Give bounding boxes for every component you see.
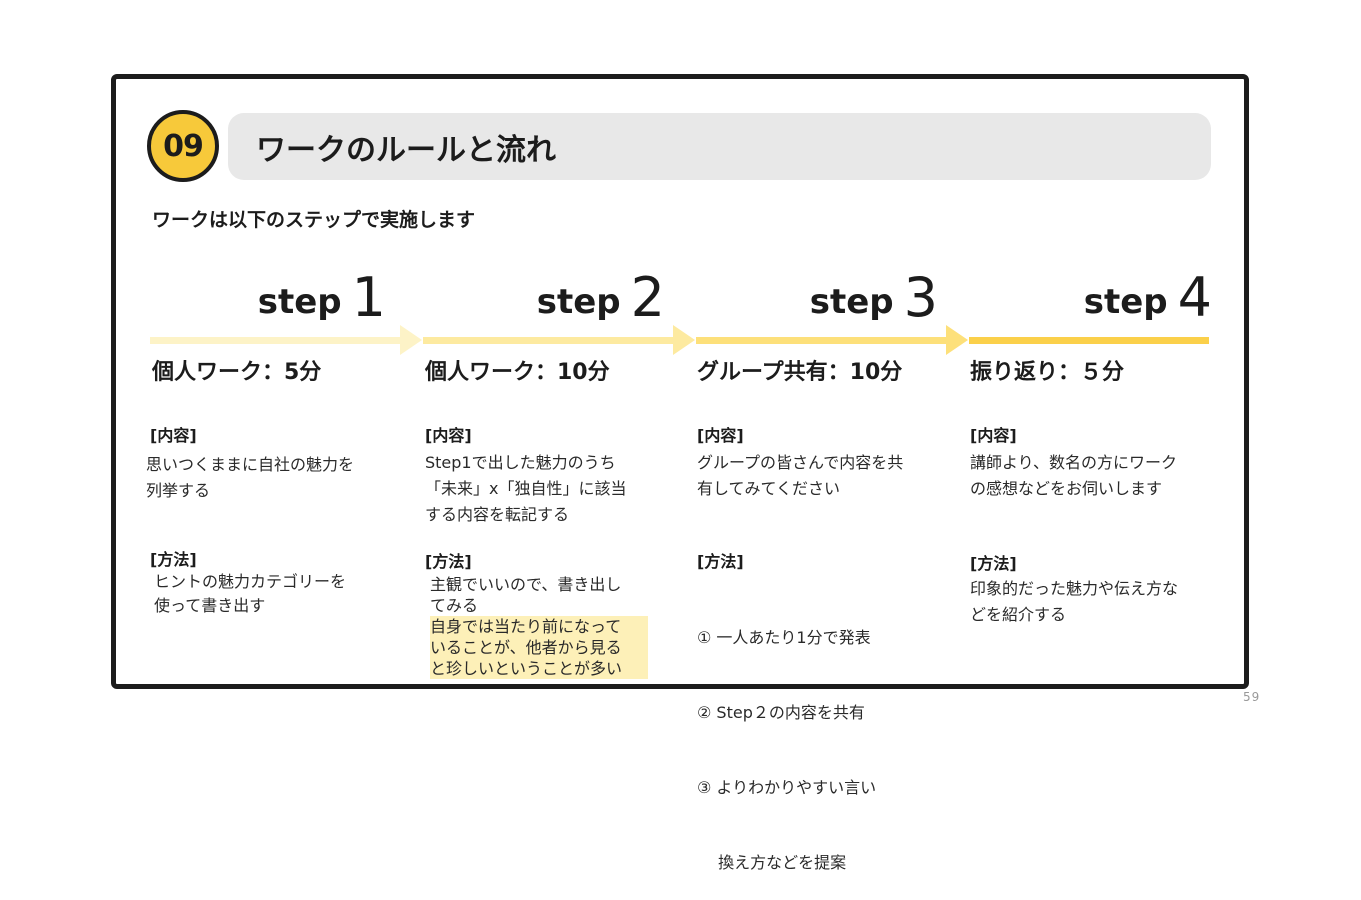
step-2-content-label: [内容]	[425, 426, 472, 445]
step-2-content-line: する内容を転記する	[425, 505, 570, 524]
step-3-number: 3	[903, 266, 938, 329]
step-3-title: グループ共有：10分	[697, 360, 903, 385]
step-4-method-label: [方法]	[970, 554, 1017, 573]
step-2-content: Step1で出した魅力のうち 「未来」x「独自性」に該当 する内容を転記する	[425, 450, 670, 528]
section-number-badge: 09	[147, 110, 219, 182]
step-2-word: step	[536, 282, 621, 322]
step-3-word: step	[809, 282, 894, 322]
step-3-method-line: 換え方などを提案	[697, 853, 847, 872]
step-3-method-line: ② Step２の内容を共有	[697, 703, 865, 722]
page-title: ワークのルールと流れ	[228, 113, 1211, 180]
step-1-method-line: 使って書き出す	[154, 596, 266, 615]
intro-text: ワークは以下のステップで実施します	[152, 209, 476, 231]
step-2-method: 主観でいいので、書き出し てみる 自身では当たり前になって いることが、他者から…	[430, 574, 675, 679]
step-1-arrow-icon	[150, 325, 422, 355]
step-2-title: 個人ワーク：10分	[425, 360, 610, 385]
step-3-content-label: [内容]	[697, 426, 744, 445]
page-number: 59	[1243, 690, 1261, 704]
step-2-method-line: てみる	[430, 596, 479, 615]
step-1-method-label: [方法]	[150, 550, 197, 569]
step-3-heading: step 3	[698, 265, 938, 325]
step-4-content-line: 講師より、数名の方にワーク	[970, 453, 1178, 472]
step-2-heading: step 2	[425, 265, 665, 325]
step-4-title: 振り返り：５分	[970, 360, 1125, 385]
step-1-number: 1	[351, 266, 386, 329]
step-2-highlight-line: 自身では当たり前になって	[430, 617, 622, 636]
step-4-bar	[969, 337, 1209, 344]
step-3-content-line: 有してみてください	[697, 479, 841, 498]
step-2-method-line: 主観でいいので、書き出し	[430, 575, 622, 594]
step-1-content-line: 思いつくままに自社の魅力を	[146, 455, 355, 474]
step-4-method-line: 印象的だった魅力や伝え方な	[970, 579, 1179, 598]
step-1-method: ヒントの魅力カテゴリーを 使って書き出す	[154, 570, 399, 618]
step-2-method-highlight: 自身では当たり前になって いることが、他者から見る と珍しいということが多い	[430, 616, 648, 679]
step-2-method-label: [方法]	[425, 552, 472, 571]
step-3-method-label: [方法]	[697, 552, 744, 571]
step-1-content: 思いつくままに自社の魅力を 列挙する	[146, 452, 391, 504]
step-1-content-line: 列挙する	[146, 481, 211, 500]
step-1-method-line: ヒントの魅力カテゴリーを	[154, 572, 347, 591]
step-3-method-line: ① 一人あたり1分で発表	[697, 628, 871, 647]
step-2-content-line: 「未来」x「独自性」に該当	[425, 479, 627, 498]
step-3-method-line: ③ よりわかりやすい言い	[697, 778, 877, 797]
step-1-content-label: [内容]	[150, 426, 197, 445]
step-3-arrow-icon	[696, 325, 968, 355]
step-4-content-label: [内容]	[970, 426, 1017, 445]
step-4-content: 講師より、数名の方にワーク の感想などをお伺いします	[970, 450, 1215, 502]
step-1-title: 個人ワーク：5分	[152, 360, 322, 385]
step-1-heading: step 1	[146, 265, 386, 325]
step-1-word: step	[257, 282, 342, 322]
step-4-number: 4	[1177, 266, 1212, 329]
step-3-content-line: グループの皆さんで内容を共	[697, 453, 904, 472]
step-2-content-line: Step1で出した魅力のうち	[425, 453, 616, 472]
step-4-method-line: どを紹介する	[970, 605, 1067, 624]
step-2-highlight-line: いることが、他者から見る	[430, 638, 622, 657]
step-4-method: 印象的だった魅力や伝え方な どを紹介する	[970, 576, 1215, 628]
step-4-content-line: の感想などをお伺いします	[970, 479, 1163, 498]
step-3-method: ① 一人あたり1分で発表 ② Step２の内容を共有 ③ よりわかりやすい言い …	[697, 575, 942, 900]
step-2-arrow-icon	[423, 325, 695, 355]
step-2-number: 2	[630, 266, 665, 329]
step-4-heading: step 4	[972, 265, 1212, 325]
step-4-word: step	[1083, 282, 1168, 322]
step-2-highlight-line: と珍しいということが多い	[430, 659, 623, 678]
step-3-content: グループの皆さんで内容を共 有してみてください	[697, 450, 942, 502]
